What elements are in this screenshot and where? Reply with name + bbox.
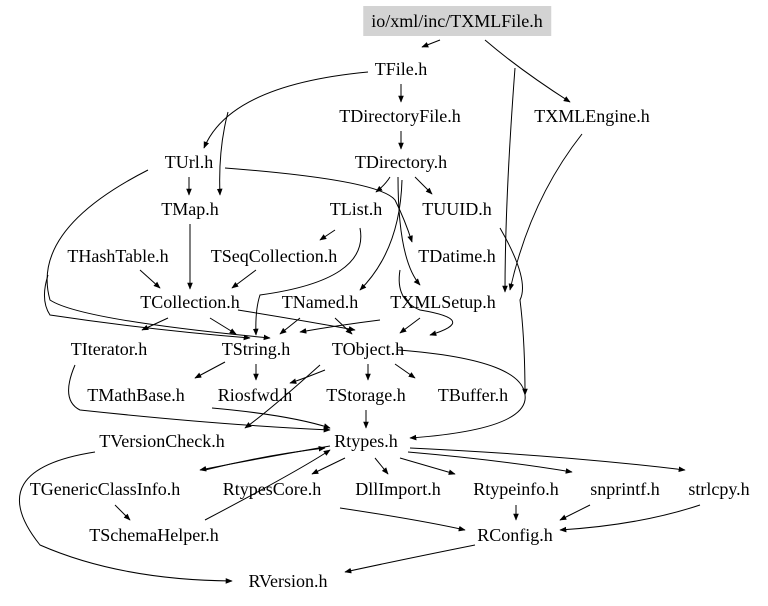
node-rtypes[interactable]: Rtypes.h: [334, 431, 398, 451]
node-tlist[interactable]: TList.h: [329, 199, 383, 219]
edge-tnamed-tstring: [279, 317, 301, 335]
edge-thashtable-tstring: [44, 274, 251, 341]
node-tobject[interactable]: TObject.h: [331, 339, 405, 359]
edge-txmlfile-txmlsetup: [502, 67, 516, 293]
node-tgenericclassinfo[interactable]: TGenericClassInfo.h: [29, 479, 181, 499]
node-tseqcollection[interactable]: TSeqCollection.h: [210, 246, 338, 266]
node-rconfig[interactable]: RConfig.h: [477, 525, 553, 545]
edge-rtypes-rtypescore: [311, 457, 346, 475]
node-rversion[interactable]: RVersion.h: [248, 571, 328, 591]
edge-tfile-turl: [203, 71, 369, 149]
edge-rtypes-strlcpy: [409, 447, 686, 473]
node-tbuffer[interactable]: TBuffer.h: [437, 385, 509, 405]
edge-txmlfile-tfile: [421, 39, 441, 48]
node-txmlsetup[interactable]: TXMLSetup.h: [390, 292, 496, 312]
edge-tobject-tbuffer: [394, 363, 416, 379]
node-rtypescore[interactable]: RtypesCore.h: [222, 479, 322, 499]
node-titerator[interactable]: TIterator.h: [70, 339, 148, 359]
edge-tstring-rtypes: [211, 407, 331, 429]
edge-tfile-tmap: [216, 111, 229, 196]
node-tschemahelper[interactable]: TSchemaHelper.h: [89, 525, 219, 545]
node-tuuid[interactable]: TUUID.h: [422, 199, 492, 219]
edge-tgenericclassinfo-rtypes: [204, 445, 326, 471]
node-tmathbase[interactable]: TMathBase.h: [87, 385, 185, 405]
node-rtypeinfo[interactable]: Rtypeinfo.h: [473, 479, 559, 499]
edge-rtypes-snprintf: [407, 451, 573, 474]
node-tdatime[interactable]: TDatime.h: [418, 246, 496, 266]
edge-tdirectory-tnamed: [359, 179, 403, 291]
node-txmlengine[interactable]: TXMLEngine.h: [534, 106, 650, 126]
node-tmap[interactable]: TMap.h: [161, 199, 219, 219]
edge-tdirectory-tuuid: [414, 176, 433, 195]
edge-txmlfile-txmlengine: [484, 39, 571, 103]
node-tversioncheck[interactable]: TVersionCheck.h: [99, 431, 225, 451]
edge-strlcpy-rconfig: [559, 504, 701, 533]
node-snprintf[interactable]: snprintf.h: [590, 479, 660, 499]
edge-titerator-rtypes: [68, 364, 331, 433]
node-tcollection[interactable]: TCollection.h: [140, 292, 240, 312]
edge-tlist-tstring: [252, 227, 362, 336]
node-tdirectory[interactable]: TDirectory.h: [354, 152, 448, 172]
edge-thashtable-tcollection: [139, 269, 161, 289]
edge-tversioncheck-rversion: [18, 451, 233, 584]
edge-tstring-tmathbase: [194, 361, 226, 379]
edge-turl-tstring: [46, 169, 271, 341]
edge-tobject-riosfwd: [289, 369, 326, 384]
node-strlcpy[interactable]: strlcpy.h: [688, 479, 750, 499]
edge-tdatime-tobject: [398, 269, 453, 336]
edge-tcollection-tstring: [209, 317, 237, 335]
edge-rtypes-rtypeinfo: [399, 457, 456, 475]
edge-turl-tdatime: [224, 167, 413, 243]
node-turl[interactable]: TUrl.h: [164, 152, 214, 172]
edge-rconfig-rversion: [344, 544, 476, 574]
node-tfile[interactable]: TFile.h: [374, 59, 428, 79]
edge-tcollection-titerator: [141, 317, 169, 331]
node-txmlfile[interactable]: io/xml/inc/TXMLFile.h: [363, 6, 551, 36]
edge-tdirectory-tobject: [375, 176, 391, 193]
edge-txmlsetup-tstring: [299, 319, 381, 334]
node-thashtable[interactable]: THashTable.h: [67, 246, 169, 266]
edge-txmlsetup-tobject: [399, 317, 421, 334]
node-tstring[interactable]: TString.h: [221, 339, 291, 359]
node-tdirectoryfile[interactable]: TDirectoryFile.h: [339, 106, 461, 126]
edge-tobject-tversioncheck: [244, 364, 321, 429]
edge-tseqcollection-tcollection: [231, 269, 257, 289]
edge-tgenericclassinfo-tschemahelper: [114, 504, 131, 521]
edge-tuuid-tbuffer: [499, 227, 528, 396]
edge-rtypes-dllimport: [374, 457, 389, 475]
edge-tobject-rtypes: [397, 349, 526, 441]
node-dllimport[interactable]: DllImport.h: [355, 479, 441, 499]
node-tnamed[interactable]: TNamed.h: [281, 292, 359, 312]
edge-snprintf-rconfig: [559, 504, 591, 521]
node-riosfwd[interactable]: Riosfwd.h: [217, 385, 293, 405]
edge-tschemahelper-rtypes: [204, 449, 331, 521]
edge-tnamed-tobject: [334, 317, 353, 335]
edge-rtypescore-rconfig: [339, 507, 466, 532]
edge-tlist-tseqcollection: [319, 229, 336, 241]
edge-txmlengine-txmlsetup: [508, 133, 583, 291]
node-tstorage[interactable]: TStorage.h: [326, 385, 406, 405]
edge-tdirectory-tmap-link: [397, 176, 421, 286]
